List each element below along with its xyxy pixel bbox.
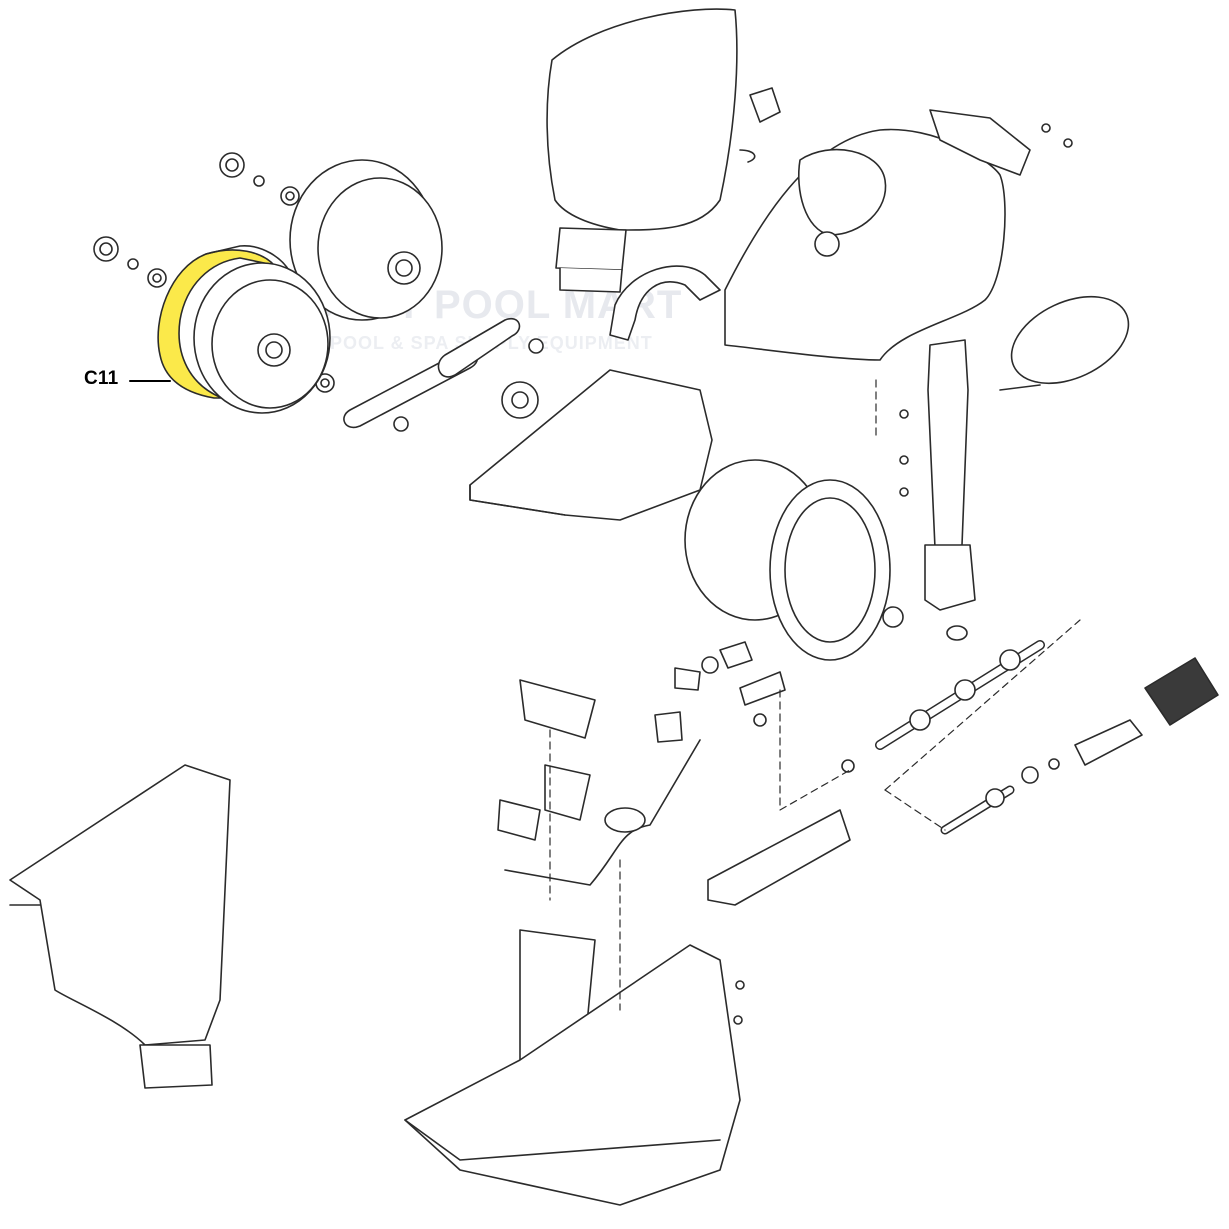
back-wheel-assembly: [289, 159, 443, 321]
bolts: [733, 123, 1073, 1025]
side-wheel-and-tire: [684, 459, 904, 661]
lower-body-shell: [404, 929, 741, 1206]
hose-assembly-right: [841, 640, 1143, 835]
washer-parts-top: [93, 152, 544, 432]
filter-screen: [1144, 657, 1219, 726]
chassis: [469, 369, 713, 521]
hood-cover: [609, 265, 721, 341]
leaf-bag-large: [9, 764, 231, 1089]
debris-bag: [546, 8, 756, 293]
bag-clip: [749, 87, 781, 123]
side-skirt: [707, 809, 851, 906]
front-wheel-with-tire-c11: [157, 245, 331, 414]
drive-belts: [343, 317, 521, 429]
assembly-guide-lines: [549, 379, 1081, 1011]
top-body-shell: [724, 109, 1031, 361]
small-fittings: [654, 641, 786, 743]
swivel-hoses: [497, 679, 701, 886]
swivel-mast: [924, 339, 1041, 641]
callout-label-c11: C11: [84, 368, 119, 389]
float: [1010, 295, 1130, 385]
